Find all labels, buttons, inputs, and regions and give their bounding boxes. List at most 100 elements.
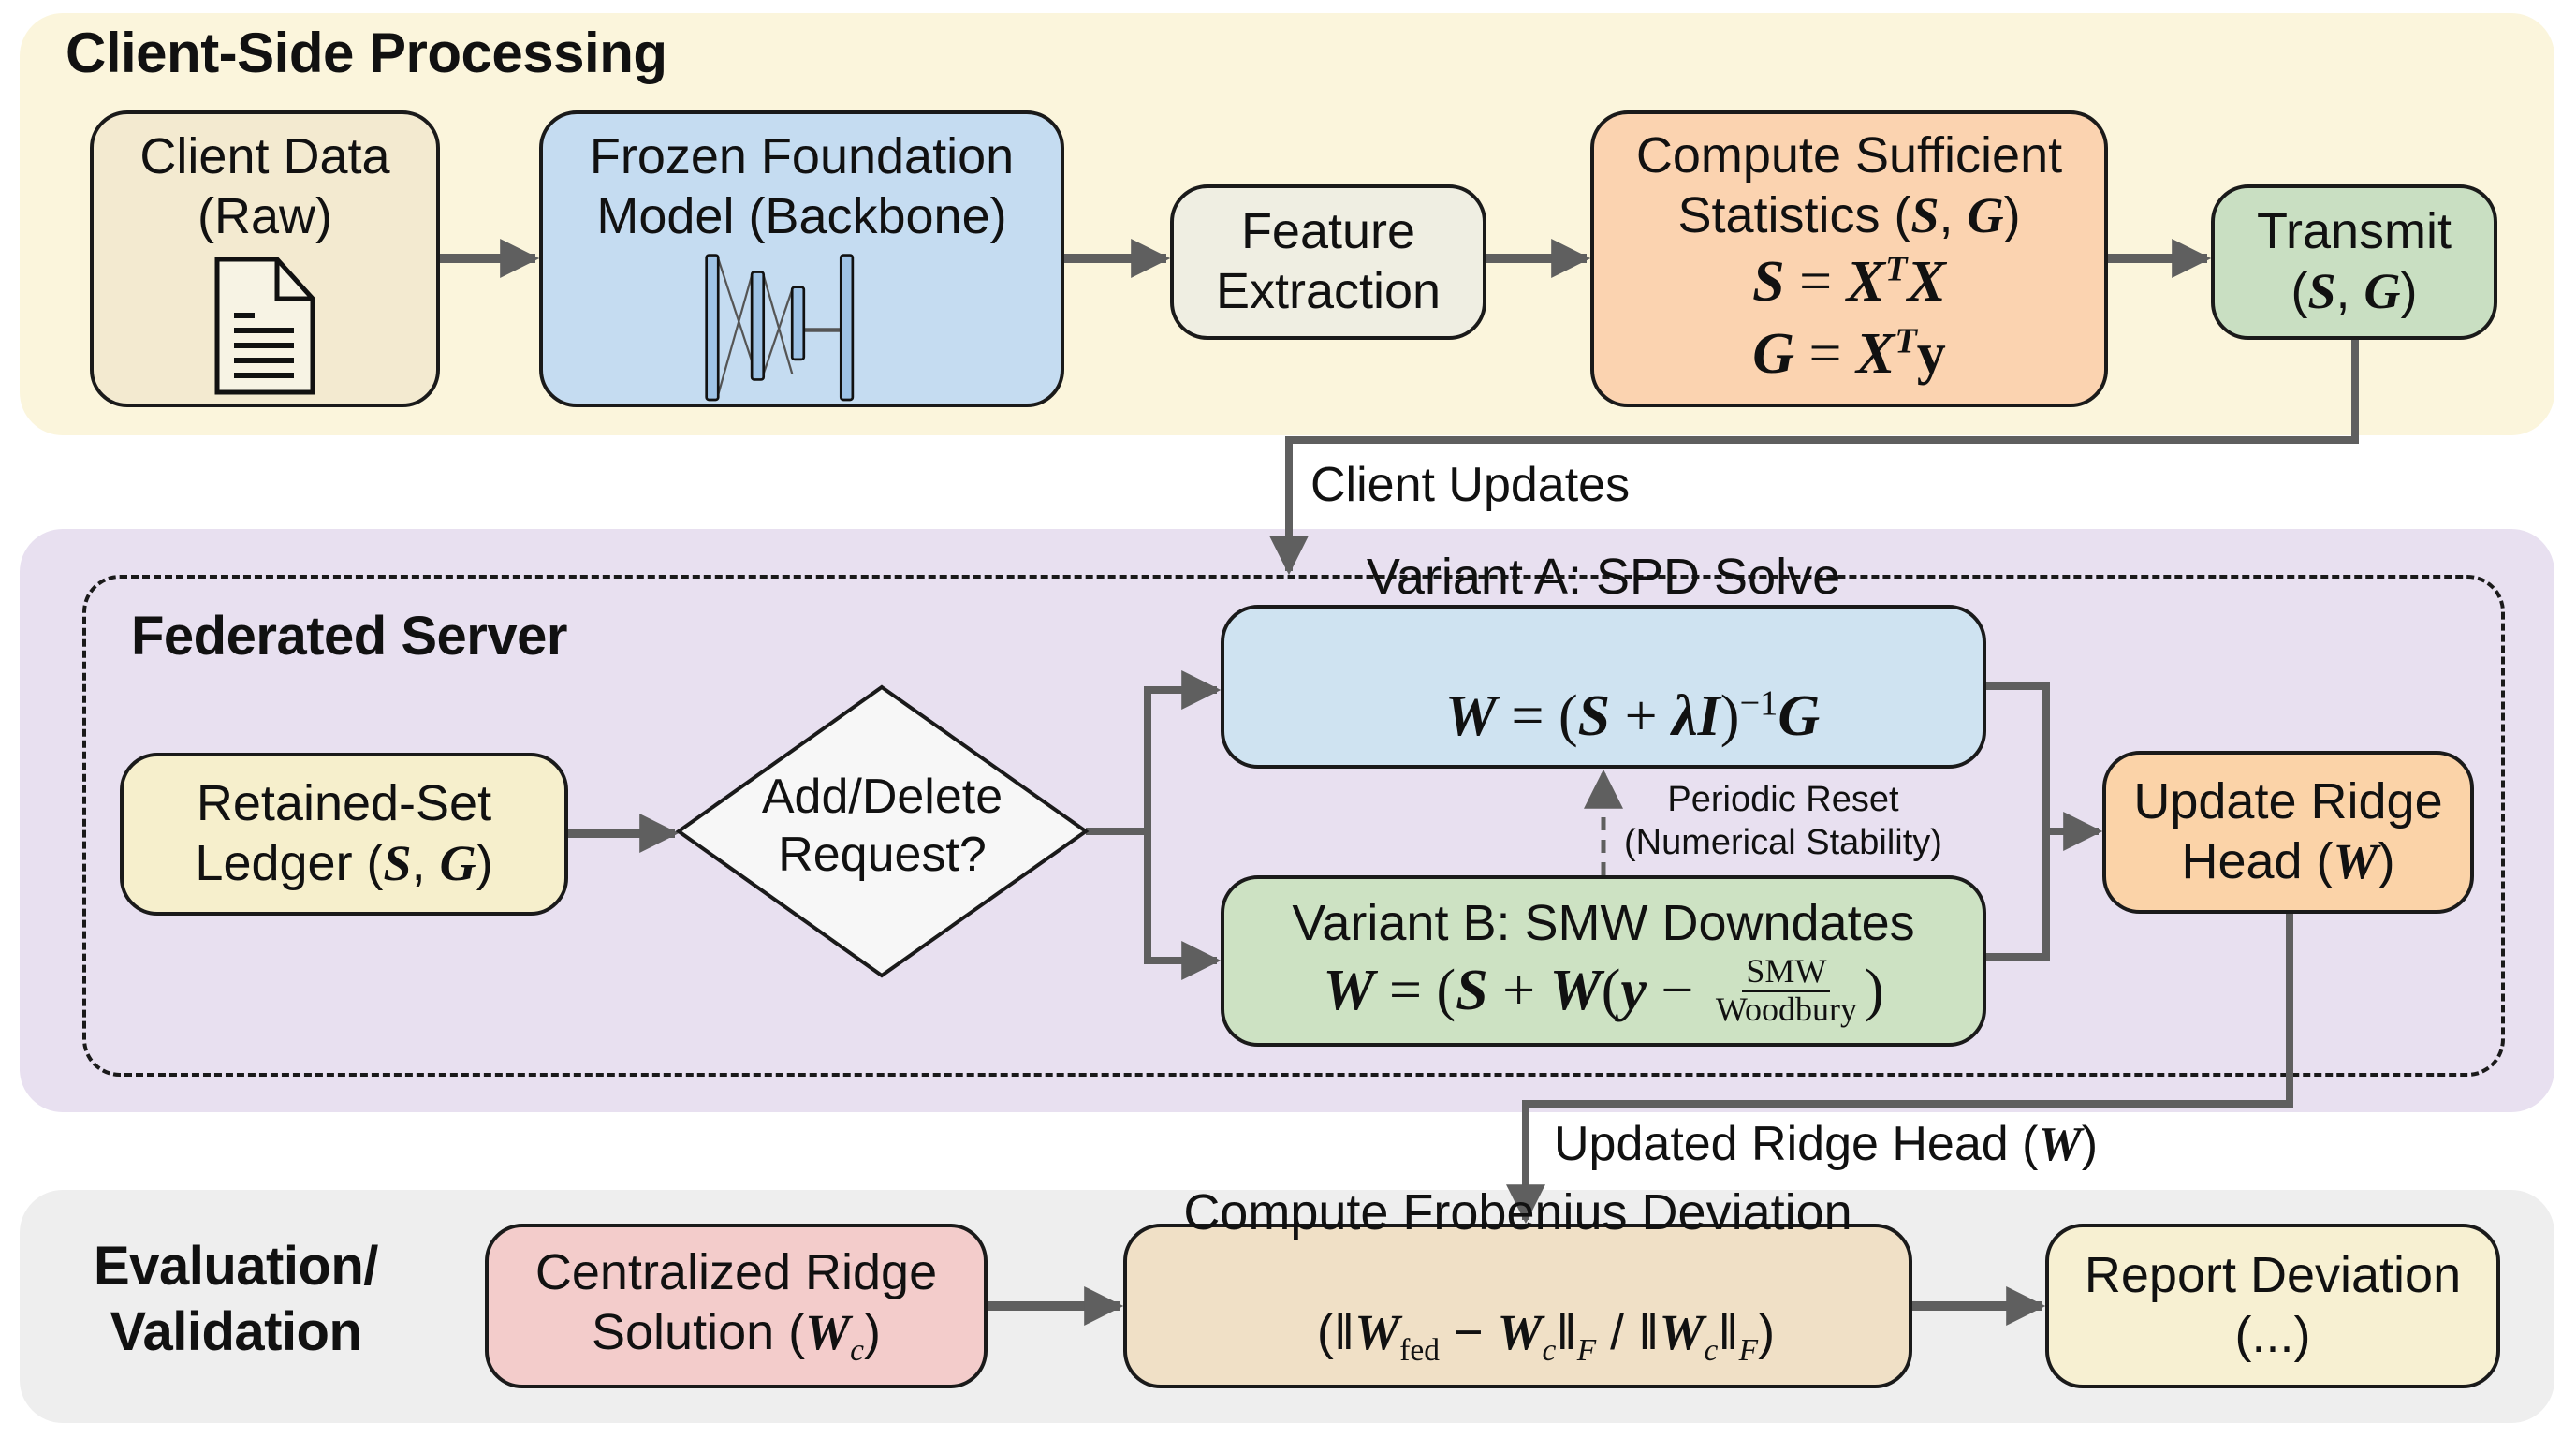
variant-a-title: Variant A: SPD Solve [1366,549,1841,606]
text: ( [2291,263,2308,319]
symbol-W: W [2038,1118,2082,1171]
arrow-decision-to-variant-a [1144,670,1222,831]
symbol-S: S [383,835,412,891]
equation-G: G = XTy [1752,318,1946,391]
arrow-update-to-evaluation [1506,914,2293,1225]
ledger-label-line2: Ledger (S, G) [195,834,492,894]
subscript: F [1576,1332,1597,1368]
text: = [1793,322,1856,387]
symbol-G: G [2364,263,2401,319]
symbol: X [1855,322,1895,387]
symbol-W: W [2333,833,2378,889]
text: Statistics ( [1677,187,1911,243]
text: , [1939,187,1968,243]
symbol: X [1846,249,1885,314]
transmit-label-line1: Transmit [2256,203,2452,260]
report-label-line1: Report Deviation [2084,1247,2462,1304]
report-label-line2: (...) [2234,1307,2311,1363]
ledger-label-line1: Retained-Set [196,775,492,832]
client-updates-label: Client Updates [1310,458,1631,512]
server-boundary [82,575,2505,1077]
symbol-W: W [1354,1303,1400,1360]
text: = ( [1374,958,1456,1022]
client-data-label-line2: (Raw) [198,187,332,244]
decision-diamond [675,684,1090,978]
fraction-numerator: SMW [1742,953,1831,992]
text: ( [1601,958,1621,1022]
client-data-node: Client Data (Raw) [90,110,440,407]
symbol: G [1752,322,1794,387]
symbol-G: G [1967,187,2004,243]
text: ‖ [1718,1303,1739,1360]
text: Head ( [2181,833,2334,889]
symbol-W: W [1659,1303,1705,1360]
symbol: y [1620,958,1647,1022]
text: Updated Ridge Head ( [1554,1117,2039,1171]
frozen-model-label-line2: Model (Backbone) [596,187,1007,244]
frobenius-label-line1: Compute Frobenius Deviation [1183,1184,1852,1241]
arrow-variant-a-join [1986,682,2050,961]
updated-head-label: Updated Ridge Head (W) [1554,1116,2098,1172]
symbol: −1 [1739,682,1778,723]
transmit-label-line2: (S, G) [2291,262,2417,322]
text: Solution ( [592,1303,806,1360]
text: ) [1864,958,1884,1022]
symbol: W [1444,683,1498,748]
arrow-decision-to-variant-b [1144,831,1222,980]
symbol: S [1456,958,1488,1022]
update-head-label-line2: Head (W) [2181,832,2394,892]
compute-stats-label-line2: Statistics (S, G) [1677,186,2020,246]
text: , [2335,263,2364,319]
symbol-S: S [1910,187,1939,243]
symbol-S: S [2307,263,2336,319]
variant-b-title: Variant B: SMW Downdates [1292,895,1915,952]
decision-label-line1: Add/Delete [761,770,1003,824]
text: ) [2400,263,2418,319]
centralized-ridge-node: Centralized Ridge Solution (Wc) [485,1224,988,1388]
symbol: W [1323,958,1375,1022]
text: , [411,835,440,891]
variant-a-node: Variant A: SPD Solve W = (S + λI)−1G [1221,549,1986,769]
subscript: fed [1399,1332,1440,1368]
frozen-model-node: Frozen Foundation Model (Backbone) [539,110,1064,407]
centralized-label-line2: Solution (Wc) [592,1303,881,1369]
evaluation-title-line2: Validation [110,1300,362,1362]
text: + [1487,958,1550,1022]
periodic-reset-line1: Periodic Reset [1667,780,1899,819]
variant-b-node: Variant B: SMW Downdates W = (S + W(y − … [1221,875,1986,1047]
subscript: F [1738,1332,1759,1368]
text: Ledger ( [195,835,384,891]
symbol: X [1907,249,1946,314]
compute-stats-node: Compute Sufficient Statistics (S, G) S =… [1590,110,2108,407]
text: ) [2003,187,2021,243]
transmit-node: Transmit (S, G) [2211,184,2497,340]
symbol: T [1884,249,1908,289]
symbol: S [1577,683,1611,748]
text: (‖ [1316,1303,1355,1360]
text: ) [1758,1303,1776,1360]
text: ) [2378,833,2395,889]
neural-network-icon [704,254,854,402]
document-icon [214,257,315,395]
symbol: W [1549,958,1602,1022]
arrow-transmit-to-server [1269,340,2359,576]
report-deviation-node: Report Deviation (...) [2045,1224,2500,1388]
decision-label: Add/Delete Request? [679,768,1086,885]
text: ) [2081,1117,2099,1171]
symbol: G [1778,683,1821,748]
text: ) [864,1303,881,1360]
text: + [1610,683,1673,748]
feature-extraction-node: Feature Extraction [1170,184,1486,340]
symbol: S [1752,249,1785,314]
text: ) [476,835,493,891]
subscript: c [1542,1332,1557,1368]
frobenius-formula: (‖Wfed − Wc‖F / ‖Wc‖F) [1261,1243,1775,1429]
text: ) [1720,683,1740,748]
subscript: c [1704,1332,1719,1368]
subscript: c [850,1332,865,1368]
feature-extraction-label-line1: Feature [1240,203,1416,260]
update-head-label-line1: Update Ridge [2133,773,2443,830]
